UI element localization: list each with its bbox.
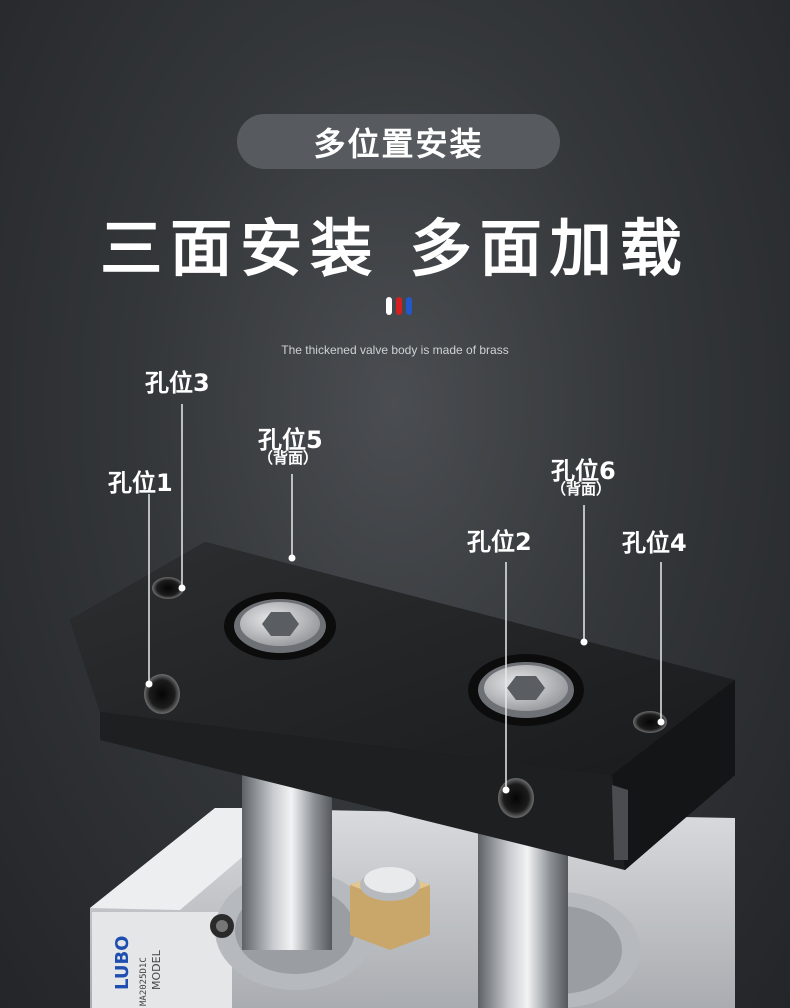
hole-label-4: 孔位4	[622, 529, 687, 557]
accent-dots	[386, 297, 412, 315]
hole-label-5: 孔位5	[258, 426, 323, 454]
headline: 三面安装 多面加载	[100, 212, 690, 285]
hole-label-1: 孔位1	[108, 469, 173, 497]
model-text: MODEL	[150, 949, 163, 990]
screw-5	[224, 592, 336, 660]
blue-dot	[406, 297, 412, 315]
threaded-hole-2	[498, 778, 534, 818]
hole-label-3: 孔位3	[145, 369, 210, 397]
hole-note-5: （背面）	[258, 449, 319, 467]
brand-text: LUBO	[112, 936, 133, 990]
threaded-hole-3	[152, 577, 184, 599]
red-dot	[396, 297, 402, 315]
threaded-hole-4	[633, 711, 667, 733]
threaded-hole-1	[144, 674, 180, 714]
screw-6	[468, 654, 584, 726]
code-text: MA2025D1C	[139, 957, 149, 1006]
hole-label-6: 孔位6	[551, 457, 616, 485]
subtitle: The thickened valve body is made of bras…	[281, 343, 509, 357]
hole-note-6: （背面）	[551, 480, 612, 498]
white-dot	[386, 297, 392, 315]
leader-dots	[145, 554, 665, 794]
hole-label-2: 孔位2	[467, 528, 532, 556]
section-badge: 多位置安装	[237, 114, 560, 169]
leader-lines	[148, 404, 662, 790]
